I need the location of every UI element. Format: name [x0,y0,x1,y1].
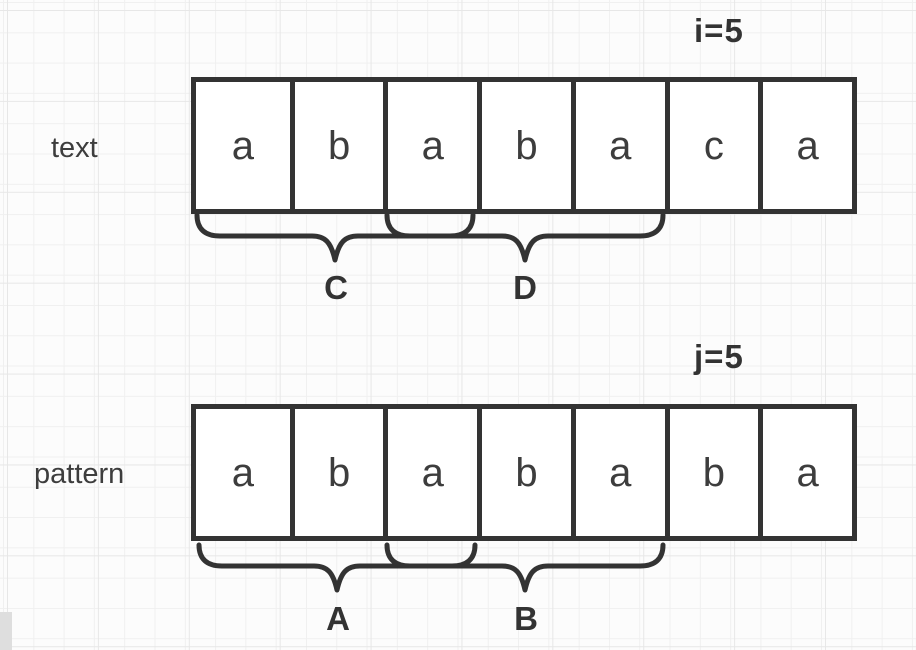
text-cell-2: a [383,82,478,209]
pattern-cell-letter: a [796,450,819,495]
pattern-cell-letter: a [421,450,444,495]
text-cell-letter: a [231,123,254,168]
pattern-row-label: pattern [34,458,125,490]
pattern-cell-letter: b [515,450,538,495]
text-cell-4: a [570,82,665,209]
text-array: a b a b a c a [191,77,857,214]
text-cell-letter: b [515,123,538,168]
text-cell-letter: a [421,123,444,168]
text-cell-6: a [758,82,852,209]
pattern-cell-2: a [383,409,478,536]
pattern-cell-0: a [196,409,290,536]
pattern-cell-letter: b [702,450,726,495]
brace-label-a: A [326,600,350,637]
text-cell-3: b [477,82,571,209]
text-cell-letter: a [796,123,819,168]
screen-edge-artifact [0,612,12,650]
pattern-cell-letter: a [609,450,632,495]
brace-label-b: B [514,600,538,637]
pattern-array: a b a b a b a [191,404,857,541]
text-cell-1: b [289,82,384,209]
text-cell-letter: b [327,123,351,168]
text-cell-letter: a [609,123,632,168]
pattern-cell-3: b [477,409,571,536]
text-index-label: i=5 [694,12,744,49]
brace-b-underbrace [384,542,666,593]
brace-label-d: D [513,269,537,306]
pattern-index-label: j=5 [694,338,744,375]
pattern-cell-1: b [289,409,384,536]
pattern-cell-letter: b [327,450,351,495]
brace-label-c: C [324,269,348,306]
text-cell-5: c [664,82,759,209]
pattern-cell-6: a [758,409,852,536]
pattern-cell-5: b [664,409,759,536]
text-row-label: text [51,132,98,164]
brace-d-underbrace [384,212,666,263]
pattern-cell-letter: a [231,450,254,495]
pattern-cell-4: a [570,409,665,536]
text-cell-letter: c [703,123,724,168]
text-cell-0: a [196,82,290,209]
